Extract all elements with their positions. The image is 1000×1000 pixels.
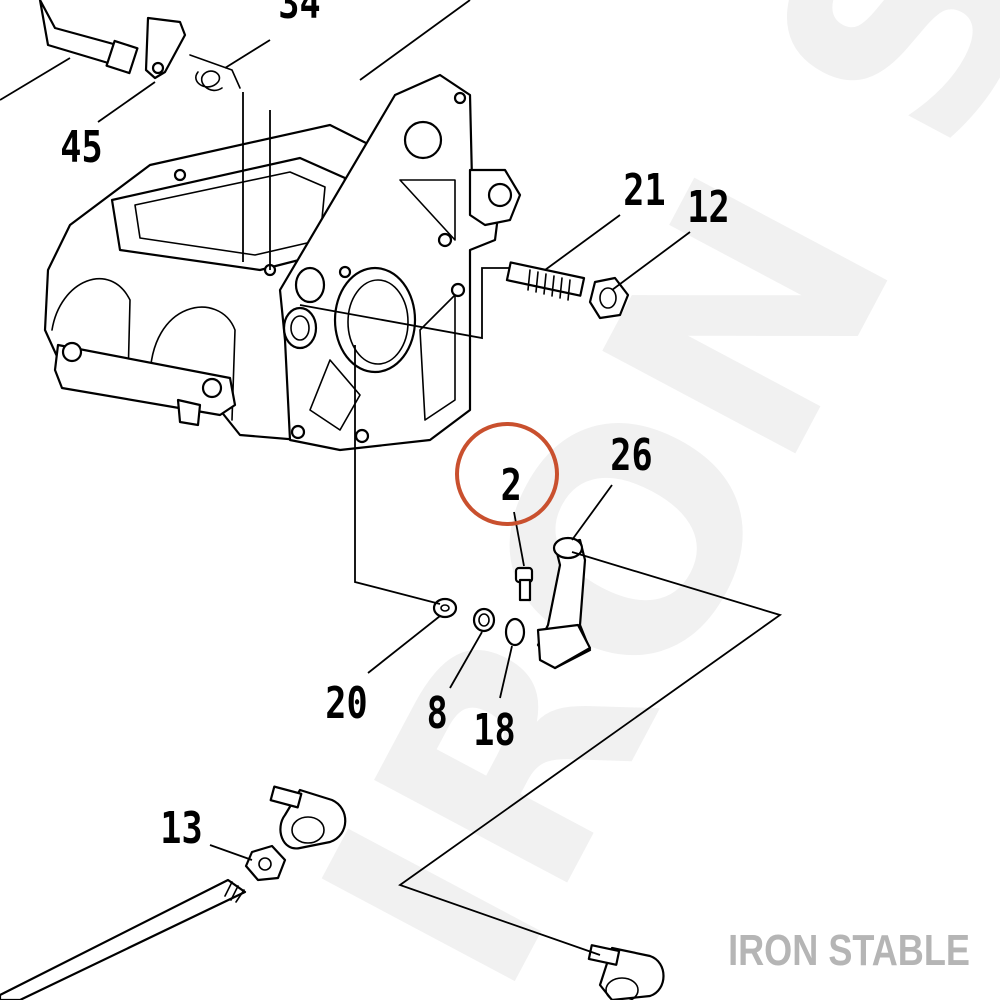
guide-shaft-to-housing <box>0 57 71 101</box>
callout-labels: 34 45 21 12 2 26 20 8 18 13 <box>60 0 729 854</box>
leader-13 <box>209 844 253 861</box>
housing-shaft-boss-lower <box>282 306 318 350</box>
washer-20-hole <box>440 604 450 612</box>
spring-arm <box>189 54 241 89</box>
housing-plate-upper-hole <box>403 120 443 160</box>
o-ring-18-body <box>504 617 526 647</box>
shift-rod-threads <box>224 881 245 903</box>
washer-20 <box>432 597 458 619</box>
housing-shaft-boss-lower-inner <box>290 315 310 341</box>
housing-shaft-boss-upper <box>294 266 326 304</box>
housing-hole-e <box>437 232 453 248</box>
leader-lines <box>0 0 783 956</box>
washer-20-body <box>432 597 458 619</box>
housing-main-bore <box>333 266 417 374</box>
shift-shaft-assembly <box>38 0 187 80</box>
rod-end-upper <box>269 785 347 850</box>
brand-mark: IRON STABLE <box>728 926 970 975</box>
lever-26-clamp <box>536 623 592 670</box>
rod-end-lower <box>587 944 665 1000</box>
callout-45[interactable]: 45 <box>60 122 102 173</box>
callout-8[interactable]: 8 <box>427 688 448 739</box>
rod-end-lower-eye <box>605 977 639 1000</box>
stud-threads <box>527 269 571 301</box>
nut-12-body <box>588 276 630 320</box>
screw-2-shank <box>518 578 532 602</box>
housing-mount-bar <box>53 343 237 417</box>
transmission-housing <box>43 73 522 452</box>
guide-rod-frame <box>398 551 783 956</box>
housing-bore-left <box>51 277 131 381</box>
screw-2 <box>514 566 534 602</box>
callout-2[interactable]: 2 <box>501 460 522 511</box>
housing-rib-1 <box>399 179 456 241</box>
callout-12[interactable]: 12 <box>687 182 729 233</box>
housing-hole-h <box>338 265 352 279</box>
stud-21 <box>505 261 586 301</box>
guide-top-diagonal <box>359 0 471 81</box>
callout-21[interactable]: 21 <box>623 165 665 216</box>
housing-hole-b <box>450 282 466 298</box>
spring-coil <box>195 70 223 92</box>
shaft-spline <box>105 39 139 75</box>
washer-8-hole <box>478 613 490 627</box>
housing-hole-d <box>354 428 370 444</box>
return-spring-34 <box>189 54 241 92</box>
housing-bore-right <box>149 306 236 421</box>
housing-hole-g <box>173 168 187 182</box>
guide-stud-bracket <box>299 267 510 340</box>
housing-bar-bolt-left <box>61 341 83 363</box>
shift-lever-45 <box>144 16 187 80</box>
callout-20[interactable]: 20 <box>325 678 367 729</box>
leader-12 <box>611 231 691 291</box>
housing-rib-2 <box>419 294 456 421</box>
shift-rod-body <box>0 878 247 1000</box>
shift-lever-hole <box>151 61 165 75</box>
nut-13 <box>244 844 287 882</box>
nut-12-hole <box>599 287 617 309</box>
housing-hole-a <box>453 91 467 105</box>
leader-8 <box>449 631 483 689</box>
shift-lever-26 <box>536 536 592 670</box>
rod-end-upper-eye <box>291 816 325 844</box>
callout-34[interactable]: 34 <box>278 0 320 29</box>
housing-side-plate <box>278 73 502 452</box>
housing-rib-3 <box>309 359 361 431</box>
leader-18 <box>499 645 513 699</box>
washer-8 <box>472 607 496 633</box>
nut-12 <box>588 276 630 320</box>
leader-26 <box>571 484 613 541</box>
lever-26-boss <box>552 536 584 560</box>
housing-bar-bolt-right <box>201 377 223 399</box>
washer-8-body <box>472 607 496 633</box>
leader-45 <box>97 81 156 123</box>
leader-2 <box>513 511 525 567</box>
callout-18[interactable]: 18 <box>473 705 515 756</box>
rod-end-upper-stud <box>269 785 303 809</box>
callout-26[interactable]: 26 <box>610 430 652 481</box>
leader-21 <box>544 214 621 271</box>
shift-rod <box>0 878 247 1000</box>
leader-34 <box>224 39 271 69</box>
callout-13[interactable]: 13 <box>160 803 202 854</box>
housing-plate-ear-hole <box>487 182 513 208</box>
housing-main-bore-inner <box>347 279 409 365</box>
nut-13-hole <box>258 857 272 871</box>
nut-13-body <box>244 844 287 882</box>
leader-20 <box>367 615 441 674</box>
highlight-circle <box>455 422 559 526</box>
housing-foot <box>176 398 202 427</box>
o-ring-18 <box>504 617 526 647</box>
housing-hole-c <box>290 424 306 440</box>
guide-washer-drop <box>354 345 441 605</box>
